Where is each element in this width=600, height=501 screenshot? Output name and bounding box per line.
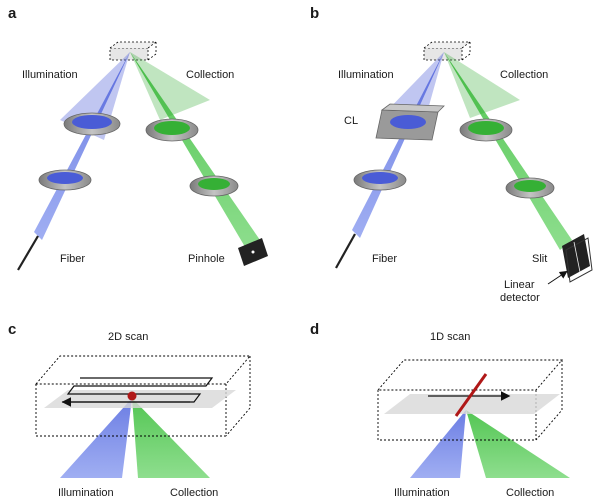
panel-b-coll-lens-1 [459,118,513,142]
panel-b: b [310,5,593,304]
panel-a-illumination-beam [34,52,130,240]
panel-c-collection-beam [132,398,210,478]
panel-b-illum-lens-2 [353,169,407,191]
panel-c-sample-box [35,355,251,437]
panel-c-sample-plane [44,390,236,408]
panel-a-illumination-label: Illumination [22,69,78,81]
panel-a-pinhole [238,238,268,266]
panel-b-coll-lens-2 [505,177,555,199]
panel-b-detector-label-2: detector [500,292,540,304]
panel-b-cl-label: CL [344,115,358,127]
panel-a-letter: a [8,5,17,22]
panel-c: c 2D scan Illumination Collection [8,321,251,499]
panel-b-fiber-label: Fiber [372,253,397,265]
panel-d-illumination-label: Illumination [394,487,450,499]
panel-a-coll-lens-2 [189,175,239,197]
panel-b-collection-label: Collection [500,69,548,81]
panel-d-scan-label: 1D scan [430,331,470,343]
panel-c-scan-path [62,377,214,403]
panel-d-sample-plane [384,394,560,414]
panel-b-illumination-label: Illumination [338,69,394,81]
panel-b-detector-arrow [547,270,568,285]
panel-b-detector-label-1: Linear [504,279,535,291]
panel-a-pinhole-label: Pinhole [188,253,225,265]
panel-d-collection-beam [466,410,570,478]
panel-d-focal-line [454,373,488,417]
panel-a-collection-label: Collection [186,69,234,81]
panel-a-collection-beam [130,52,260,252]
panel-c-letter: c [8,321,16,338]
panel-b-slit-label: Slit [532,253,547,265]
panel-a-coll-lens-1 [145,118,199,142]
panel-c-focal-spot [127,391,137,401]
panel-b-letter: b [310,5,319,22]
panel-c-illumination-label: Illumination [58,487,114,499]
panel-d-illumination-beam [410,410,466,478]
panel-a-fiber [17,235,39,271]
panel-b-slit-detector [562,234,593,283]
panel-a-fiber-label: Fiber [60,253,85,265]
panel-d-letter: d [310,321,319,338]
panel-d-sample-box [377,359,563,441]
panel-b-collection-beam [444,52,572,250]
panel-b-cylindrical-lens [375,103,445,141]
panel-a-illum-lens-2 [38,169,92,191]
panel-c-collection-label: Collection [170,487,218,499]
panel-b-illumination-beam [352,52,444,238]
panel-d-collection-label: Collection [506,487,554,499]
panel-a-sample-box [109,41,158,61]
panel-c-illumination-beam [60,398,132,478]
panel-c-scan-label: 2D scan [108,331,148,343]
panel-a-illum-lens-1 [63,112,121,136]
panel-b-fiber [335,233,356,269]
panel-d: d 1D scan Illumination Collection [310,321,570,499]
panel-a: a [8,5,268,271]
